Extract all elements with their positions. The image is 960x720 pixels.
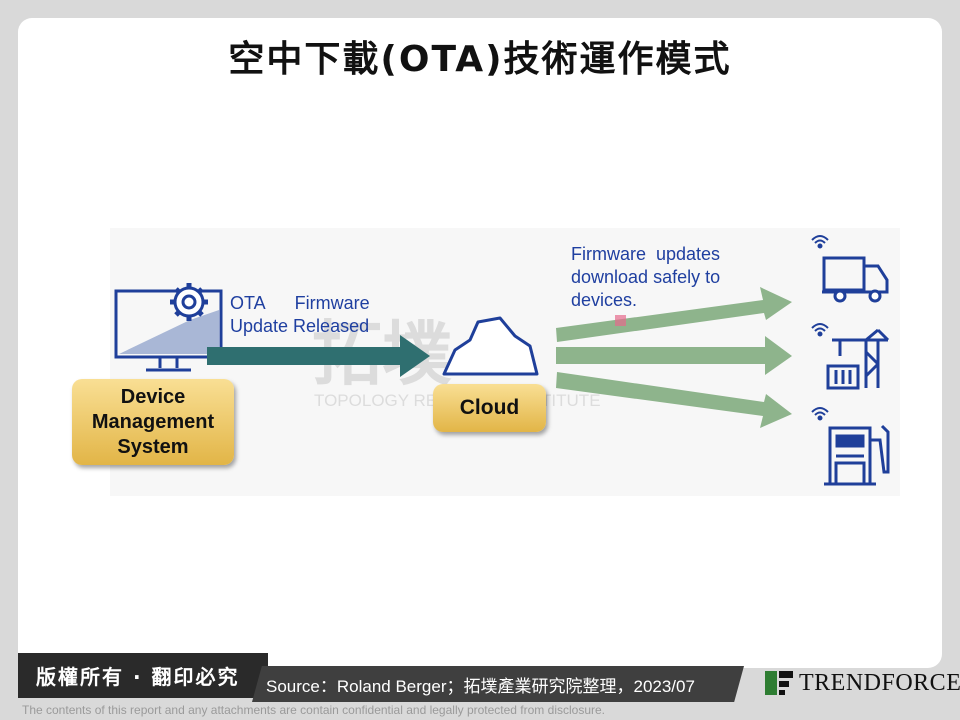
- ota-firmware-label: OTA Firmware Update Released: [230, 293, 370, 336]
- ota-arrow: [207, 335, 430, 377]
- source-banner: Source：Roland Berger；拓墣產業研究院整理，2023/07: [252, 666, 744, 702]
- cloud-icon: [442, 316, 539, 376]
- disclaimer-text: The contents of this report and any atta…: [22, 703, 605, 717]
- trendforce-logo-icon: [765, 671, 793, 695]
- dms-line1: Device: [120, 385, 186, 408]
- truck-icon: [822, 256, 889, 303]
- firmware-arrow-3: [556, 372, 792, 428]
- trendforce-logo: TRENDFORCE: [765, 666, 960, 700]
- wifi-icon: [811, 235, 829, 421]
- dms-line2: Management: [91, 410, 215, 433]
- marker-dot: [615, 315, 626, 326]
- firmware-arrow-1: [556, 287, 792, 342]
- slide-title: 空中下載(OTA)技術運作模式: [228, 39, 732, 80]
- fuel-pump-icon: [824, 424, 890, 486]
- monitor-gear-icon: [114, 283, 223, 372]
- cloud-box: Cloud: [433, 384, 546, 432]
- dms-line3: System: [117, 435, 189, 458]
- firmware-updates-label: Firmware updates download safely to devi…: [571, 244, 721, 310]
- crane-icon: [826, 328, 890, 390]
- trendforce-logo-text: TRENDFORCE: [799, 669, 960, 696]
- firmware-arrow-2: [556, 336, 792, 375]
- copyright-banner: 版權所有 · 翻印必究: [18, 653, 268, 698]
- device-management-system-box: Device Management System: [72, 379, 234, 465]
